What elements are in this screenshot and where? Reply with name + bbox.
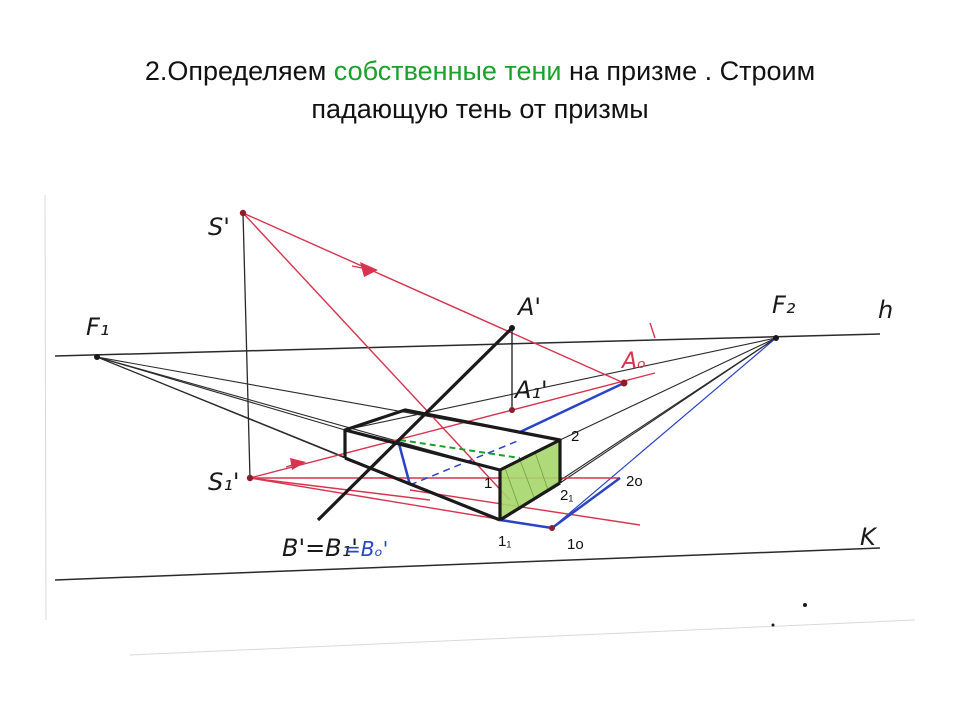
- shade-hatching: [504, 451, 549, 511]
- label-11: 1₁: [498, 533, 511, 550]
- label-b: B'=B₁': [282, 534, 358, 562]
- label-f1: F₁: [86, 313, 109, 341]
- ray-arrow-top: [360, 262, 378, 277]
- label-a1: A₁': [513, 376, 548, 404]
- label-bo: =Bₒ': [344, 537, 388, 561]
- title-part-1: 2.Определяем: [144, 56, 334, 86]
- label-a: A': [516, 293, 541, 321]
- shaded-face: [500, 440, 560, 520]
- label-2o: 2o: [626, 473, 643, 490]
- label-21: 2₁: [560, 487, 573, 504]
- ground-line-k: [54, 547, 881, 581]
- construction-points: [94, 209, 807, 627]
- light-rays: [242, 212, 656, 529]
- hidden-edge: [399, 439, 521, 459]
- paper-border: [44, 194, 916, 656]
- light-vertical: [242, 212, 251, 479]
- cast-shadow: [396, 381, 625, 530]
- title-part-2: на призме . Строим: [561, 56, 816, 86]
- blue-dashed: [409, 439, 521, 486]
- title-accent: собственные тени: [333, 56, 562, 86]
- label-s: S': [208, 213, 230, 241]
- title-line-2: падающую тень от призмы: [311, 94, 649, 124]
- f1-vanishing-lines: [96, 356, 561, 521]
- label-s1: S₁': [208, 468, 239, 496]
- horizon-line: [54, 333, 881, 357]
- label-1: 1: [484, 475, 492, 492]
- label-k: K: [860, 523, 878, 551]
- f2-shadow-line: [551, 337, 777, 529]
- label-f2: F₂: [772, 291, 796, 319]
- pole-ab: [316, 326, 514, 522]
- label-ao: Aₒ: [620, 349, 646, 374]
- label-h: h: [878, 296, 893, 324]
- label-2: 2: [571, 428, 579, 445]
- label-1o: 1o: [567, 536, 584, 553]
- ray-arrow-bottom: [290, 458, 306, 470]
- slide-title: 2.Определяем собственные тени на призме …: [40, 52, 920, 128]
